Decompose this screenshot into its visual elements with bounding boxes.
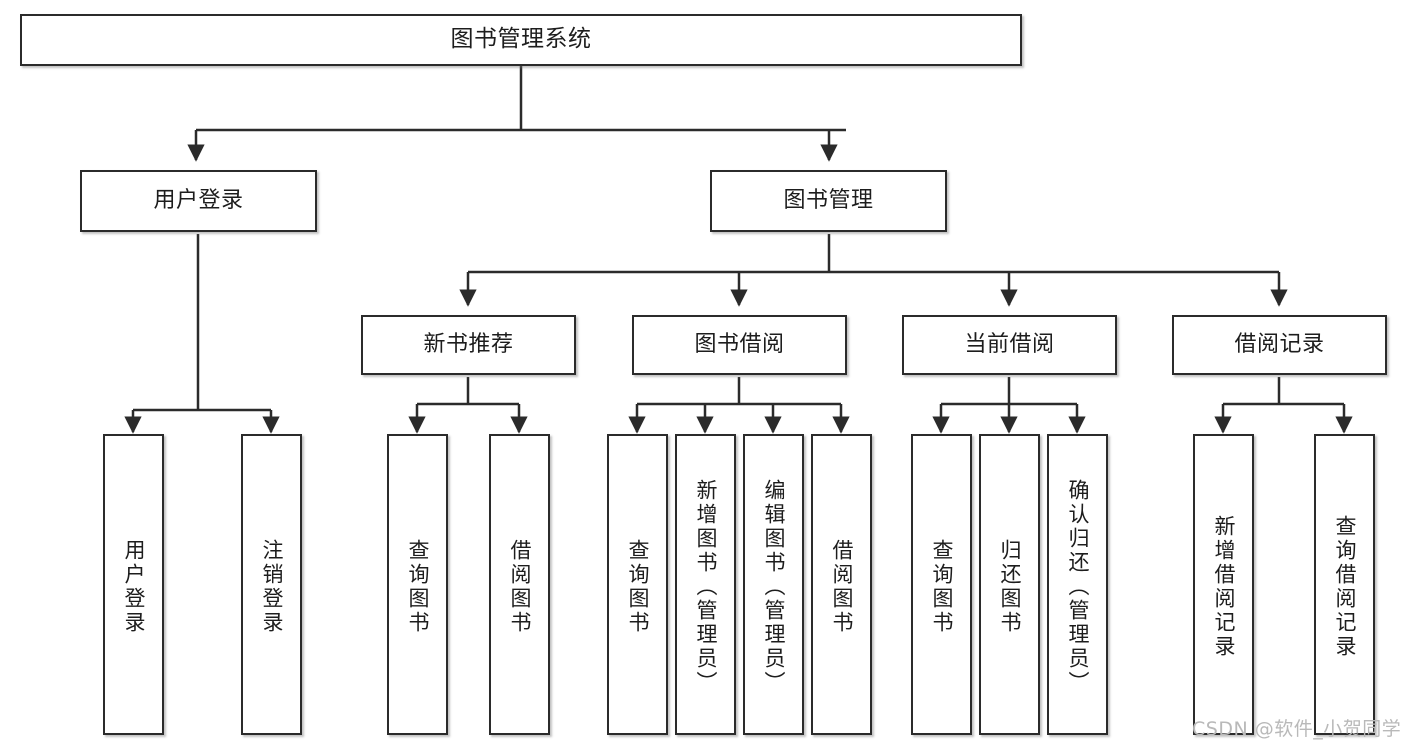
- node-current-borrow[interactable]: 当前借阅: [902, 315, 1117, 375]
- node-leaf-user-logout[interactable]: 注销登录: [241, 434, 302, 735]
- node-label: 当前借阅: [964, 332, 1055, 358]
- node-leaf-edit-book[interactable]: 编辑图书（管理员）: [743, 434, 804, 735]
- node-label: 查询借阅记录: [1333, 514, 1357, 659]
- node-label: 用户登录: [153, 188, 244, 214]
- node-label: 查询图书: [406, 538, 430, 635]
- node-label: 用户登录: [122, 538, 146, 635]
- node-leaf-user-login[interactable]: 用户登录: [103, 434, 164, 735]
- node-book-borrow[interactable]: 图书借阅: [632, 315, 847, 375]
- node-label: 图书管理: [783, 188, 874, 214]
- node-leaf-borrow-book[interactable]: 借阅图书: [811, 434, 872, 735]
- node-leaf-add-borrow-record[interactable]: 新增借阅记录: [1193, 434, 1254, 735]
- node-leaf-query-book-borrow[interactable]: 查询图书: [607, 434, 668, 735]
- node-leaf-query-book-recommend[interactable]: 查询图书: [387, 434, 448, 735]
- node-label: 图书借阅: [694, 332, 785, 358]
- node-leaf-add-book[interactable]: 新增图书（管理员）: [675, 434, 736, 735]
- node-label: 借阅图书: [508, 538, 532, 635]
- node-label: 图书管理系统: [450, 26, 592, 53]
- node-root-book-management-system[interactable]: 图书管理系统: [20, 14, 1022, 66]
- node-label: 归还图书: [998, 538, 1022, 635]
- node-label: 新书推荐: [423, 332, 514, 358]
- node-leaf-confirm-return[interactable]: 确认归还（管理员）: [1047, 434, 1108, 735]
- node-leaf-query-book-current[interactable]: 查询图书: [911, 434, 972, 735]
- node-book-management[interactable]: 图书管理: [710, 170, 947, 232]
- node-leaf-query-borrow-record[interactable]: 查询借阅记录: [1314, 434, 1375, 735]
- node-label: 借阅记录: [1234, 332, 1325, 358]
- node-leaf-borrow-book-recommend[interactable]: 借阅图书: [489, 434, 550, 735]
- csdn-watermark: CSDN @软件_小贺同学: [1192, 718, 1402, 740]
- node-label: 查询图书: [930, 538, 954, 635]
- node-label: 查询图书: [626, 538, 650, 635]
- node-new-book-recommend[interactable]: 新书推荐: [361, 315, 576, 375]
- node-label: 新增图书（管理员）: [694, 478, 718, 695]
- node-label: 新增借阅记录: [1212, 514, 1236, 659]
- node-label: 注销登录: [260, 538, 284, 635]
- node-user-login[interactable]: 用户登录: [80, 170, 317, 232]
- node-borrow-record[interactable]: 借阅记录: [1172, 315, 1387, 375]
- node-label: 借阅图书: [830, 538, 854, 635]
- node-label: 确认归还（管理员）: [1066, 478, 1090, 695]
- node-label: 编辑图书（管理员）: [762, 478, 786, 695]
- node-leaf-return-book[interactable]: 归还图书: [979, 434, 1040, 735]
